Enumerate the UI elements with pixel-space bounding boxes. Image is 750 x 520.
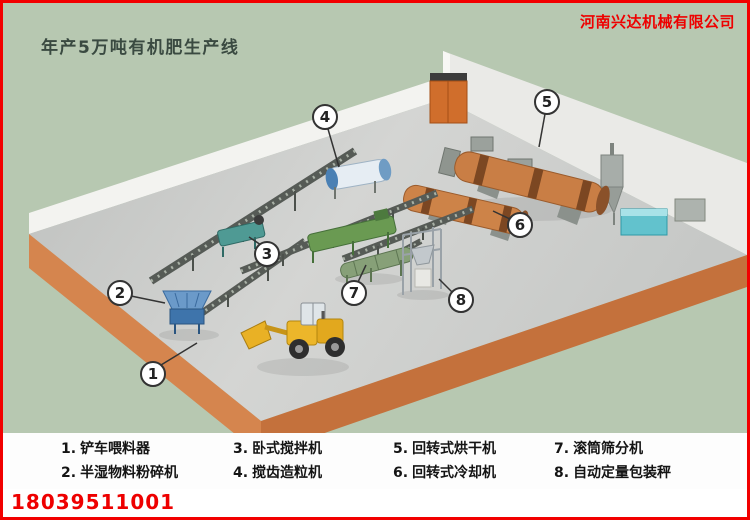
callout-5-number: 5 bbox=[542, 93, 552, 111]
legend-item-6-number: 6. bbox=[393, 465, 409, 481]
legend-item-4-number: 4. bbox=[233, 465, 249, 481]
callout-3-number: 3 bbox=[262, 245, 272, 263]
callout-7: 7 bbox=[341, 264, 367, 306]
drum-screen bbox=[340, 246, 414, 287]
callout-8: 8 bbox=[438, 278, 474, 313]
callout-6-number: 6 bbox=[515, 216, 525, 234]
callout-7-number: 7 bbox=[349, 284, 359, 302]
page-title: 年产5万吨有机肥生产线 bbox=[41, 38, 240, 58]
callout-4: 4 bbox=[312, 104, 340, 168]
back-left-wall bbox=[29, 77, 443, 234]
callout-1: 1 bbox=[140, 342, 198, 387]
callout-6: 6 bbox=[492, 210, 533, 238]
platform-side-right bbox=[261, 255, 747, 433]
legend-item-3-label: 卧式搅拌机 bbox=[252, 441, 323, 457]
control-cabinet bbox=[429, 73, 468, 124]
callouts: 1 2 3 4 bbox=[107, 89, 560, 387]
legend-item-1-label: 铲车喂料器 bbox=[80, 441, 151, 457]
packing-scale bbox=[402, 227, 442, 295]
callout-2: 2 bbox=[107, 280, 166, 306]
callout-1-number: 1 bbox=[148, 365, 158, 383]
rotary-dryer bbox=[438, 146, 610, 225]
callout-2-number: 2 bbox=[115, 284, 125, 302]
production-line-illustration: 1 2 3 4 bbox=[29, 51, 747, 433]
legend-item-2: 2.半湿物料粉碎机 bbox=[61, 462, 178, 482]
legend-item-3: 3.卧式搅拌机 bbox=[233, 438, 322, 458]
legend-item-8: 8.自动定量包装秤 bbox=[554, 462, 671, 482]
legend-item-3-number: 3. bbox=[233, 441, 249, 457]
horizontal-tank bbox=[325, 158, 392, 199]
legend-item-1-number: 1. bbox=[61, 441, 77, 457]
right-wall bbox=[443, 51, 747, 255]
legend-item-4-label: 搅齿造粒机 bbox=[252, 465, 323, 481]
platform-side-left bbox=[29, 234, 261, 433]
legend-item-8-label: 自动定量包装秤 bbox=[573, 465, 672, 481]
legend-item-1: 1.铲车喂料器 bbox=[61, 438, 150, 458]
legend-item-2-number: 2. bbox=[61, 465, 77, 481]
legend-item-6: 6.回转式冷却机 bbox=[393, 462, 496, 482]
legend-item-5-label: 回转式烘干机 bbox=[412, 441, 497, 457]
phone-number: 18039511001 bbox=[11, 490, 176, 514]
callout-4-number: 4 bbox=[320, 108, 330, 126]
legend: 1.铲车喂料器 2.半湿物料粉碎机 3.卧式搅拌机 4.搅齿造粒机 5.回转式烘… bbox=[3, 433, 747, 489]
legend-item-4: 4.搅齿造粒机 bbox=[233, 462, 322, 482]
legend-item-7-label: 滚筒筛分机 bbox=[573, 441, 644, 457]
wheel-loader bbox=[240, 302, 345, 359]
granulator bbox=[307, 208, 397, 263]
legend-item-6-label: 回转式冷却机 bbox=[412, 465, 497, 481]
callout-3: 3 bbox=[248, 236, 280, 267]
legend-item-8-number: 8. bbox=[554, 465, 570, 481]
legend-item-5-number: 5. bbox=[393, 441, 409, 457]
horizontal-mixer bbox=[217, 215, 266, 257]
water-tank bbox=[620, 208, 668, 236]
callout-5: 5 bbox=[534, 89, 560, 148]
legend-item-7: 7.滚筒筛分机 bbox=[554, 438, 643, 458]
loader-feeder bbox=[162, 290, 212, 334]
legend-item-5: 5.回转式烘干机 bbox=[393, 438, 496, 458]
machine-box bbox=[674, 198, 706, 222]
callout-8-number: 8 bbox=[456, 291, 466, 309]
legend-item-2-label: 半湿物料粉碎机 bbox=[80, 465, 179, 481]
scene: 河南兴达机械有限公司 年产5万吨有机肥生产线 bbox=[3, 3, 747, 433]
legend-item-7-number: 7. bbox=[554, 441, 570, 457]
company-name: 河南兴达机械有限公司 bbox=[579, 13, 735, 31]
cyclone-dust-collector-icon bbox=[600, 143, 624, 225]
